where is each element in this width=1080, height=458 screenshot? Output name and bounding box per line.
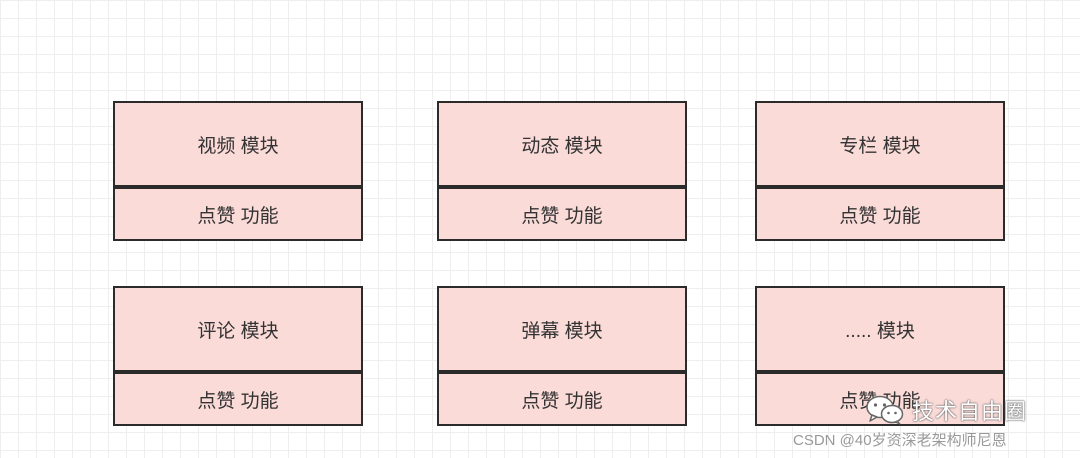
module-title: 弹幕 模块 bbox=[437, 286, 687, 372]
danmaku-module[interactable]: 弹幕 模块 点赞 功能 bbox=[437, 286, 687, 426]
video-module[interactable]: 视频 模块 点赞 功能 bbox=[113, 101, 363, 241]
wechat-icon bbox=[866, 395, 904, 425]
module-title: ..... 模块 bbox=[755, 286, 1005, 372]
module-feature: 点赞 功能 bbox=[113, 187, 363, 241]
module-feature: 点赞 功能 bbox=[113, 372, 363, 426]
dynamic-module[interactable]: 动态 模块 点赞 功能 bbox=[437, 101, 687, 241]
module-title: 动态 模块 bbox=[437, 101, 687, 187]
watermark-brand: 技术自由圈 bbox=[912, 399, 1028, 424]
module-feature: 点赞 功能 bbox=[755, 187, 1005, 241]
module-title: 评论 模块 bbox=[113, 286, 363, 372]
comment-module[interactable]: 评论 模块 点赞 功能 bbox=[113, 286, 363, 426]
watermark: 技术自由圈 bbox=[866, 394, 1027, 426]
other-module[interactable]: ..... 模块 点赞 功能 bbox=[755, 286, 1005, 426]
column-module[interactable]: 专栏 模块 点赞 功能 bbox=[755, 101, 1005, 241]
module-title: 视频 模块 bbox=[113, 101, 363, 187]
watermark-credit: CSDN @40岁资深老架构师尼恩 bbox=[793, 432, 1007, 449]
module-feature: 点赞 功能 bbox=[437, 372, 687, 426]
module-feature: 点赞 功能 bbox=[437, 187, 687, 241]
module-title: 专栏 模块 bbox=[755, 101, 1005, 187]
